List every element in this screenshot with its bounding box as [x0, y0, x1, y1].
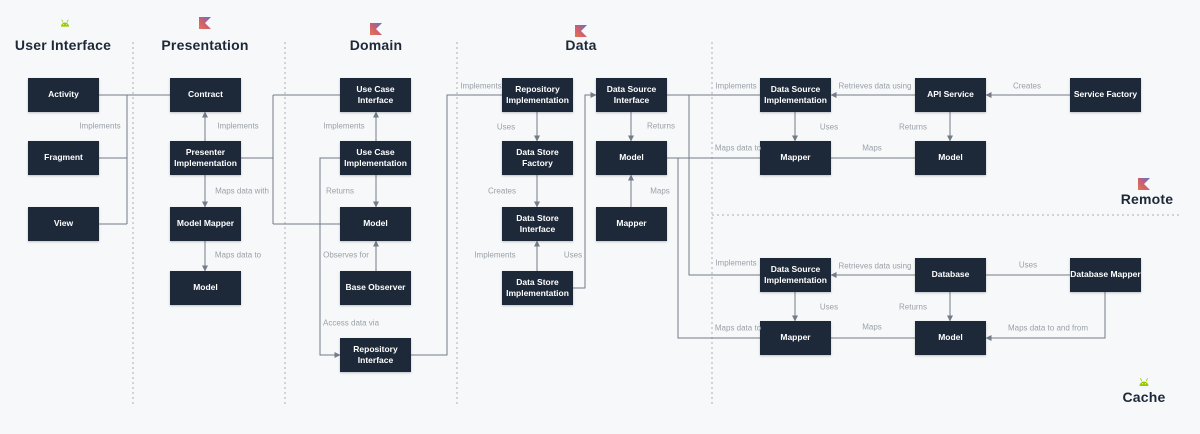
kotlin-icon — [370, 23, 382, 35]
edge-label: Retrieves data using — [838, 81, 912, 91]
edge-label: Implements — [715, 81, 757, 91]
edge-label: Uses — [819, 302, 839, 312]
edge-label: Implements — [323, 121, 365, 131]
node-contract: Contract — [170, 78, 241, 112]
node-presentation-model: Model — [170, 271, 241, 305]
node-cache-data-source-implementation: Data Source Implementation — [760, 258, 831, 292]
node-data-store-implementation: Data Store Implementation — [502, 271, 573, 305]
edge-label: Observes for — [323, 250, 369, 260]
edge-label: Creates — [1012, 81, 1042, 91]
kotlin-icon — [199, 17, 211, 29]
node-cache-mapper: Mapper — [760, 321, 831, 355]
node-database: Database — [915, 258, 986, 292]
connector-line — [573, 92, 597, 289]
node-data-source-interface: Data Source Interface — [596, 78, 667, 112]
edge-label: Access data via — [322, 318, 380, 328]
edge-label: Uses — [563, 250, 583, 260]
edge-label: Maps data to — [714, 143, 762, 153]
edge-label: Maps — [862, 322, 882, 332]
edge-label: Maps data with — [215, 186, 269, 196]
connector-line — [677, 158, 760, 339]
section-title-user-interface: User Interface — [14, 37, 112, 53]
edge-label: Maps data to — [214, 250, 262, 260]
node-remote-mapper: Mapper — [760, 141, 831, 175]
edge-label: Implements — [460, 81, 502, 91]
section-title-domain: Domain — [349, 37, 403, 53]
edge-label: Retrieves data using — [838, 261, 912, 271]
section-title-cache: Cache — [1122, 389, 1166, 405]
connector-line — [411, 94, 502, 356]
node-data-model: Model — [596, 141, 667, 175]
edge-label: Returns — [898, 122, 928, 132]
edge-label: Uses — [1018, 260, 1038, 270]
edge-label: Uses — [819, 122, 839, 132]
edge-label: Implements — [715, 258, 757, 268]
section-title-data: Data — [565, 37, 597, 53]
node-use-case-implementation: Use Case Implementation — [340, 141, 411, 175]
edge-label: Creates — [487, 186, 517, 196]
node-database-mapper: Database Mapper — [1070, 258, 1141, 292]
node-remote-data-source-implementation: Data Source Implementation — [760, 78, 831, 112]
node-activity: Activity — [28, 78, 99, 112]
edge-label: Returns — [325, 186, 355, 196]
node-api-service: API Service — [915, 78, 986, 112]
connector-line — [319, 157, 341, 358]
node-base-observer: Base Observer — [340, 271, 411, 305]
edge-label: Returns — [898, 302, 928, 312]
android-icon — [60, 19, 71, 28]
node-presenter-implementation: Presenter Implementation — [170, 141, 241, 175]
connector-line — [985, 292, 1106, 341]
node-remote-model: Model — [915, 141, 986, 175]
kotlin-icon — [1138, 178, 1150, 190]
node-repository-implementation: Repository Implementation — [502, 78, 573, 112]
section-title-remote: Remote — [1120, 191, 1174, 207]
edge-label: Uses — [496, 122, 516, 132]
node-fragment: Fragment — [28, 141, 99, 175]
edge-label: Maps data to and from — [1007, 323, 1089, 333]
edge-label: Implements — [79, 121, 121, 131]
node-data-store-interface: Data Store Interface — [502, 207, 573, 241]
node-service-factory: Service Factory — [1070, 78, 1141, 112]
edge-label: Maps — [650, 186, 670, 196]
node-model-mapper: Model Mapper — [170, 207, 241, 241]
edge-label: Implements — [474, 250, 516, 260]
node-data-mapper: Mapper — [596, 207, 667, 241]
node-view: View — [28, 207, 99, 241]
section-title-presentation: Presentation — [161, 37, 249, 53]
node-repository-interface: Repository Interface — [340, 338, 411, 372]
edge-label: Maps — [862, 143, 882, 153]
connector-line — [688, 95, 760, 276]
edge-label: Implements — [217, 121, 259, 131]
node-use-case-interface: Use Case Interface — [340, 78, 411, 112]
edge-label: Maps data to — [714, 323, 762, 333]
node-domain-model: Model — [340, 207, 411, 241]
android-icon — [1138, 377, 1150, 387]
edge-label: Returns — [646, 121, 676, 131]
node-cache-model: Model — [915, 321, 986, 355]
node-data-store-factory: Data Store Factory — [502, 141, 573, 175]
kotlin-icon — [575, 25, 587, 37]
